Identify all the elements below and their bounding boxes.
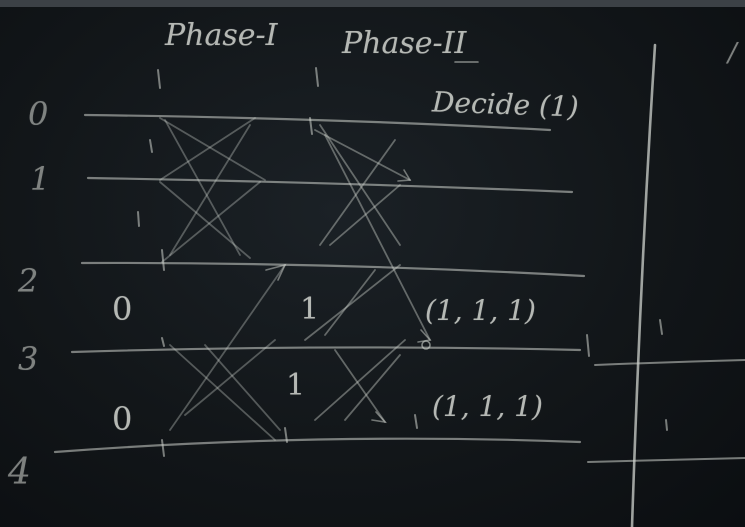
decide-text: Decide (1) [431,85,580,124]
process-line-0 [83,113,552,132]
row-label-4: 4 [8,452,31,493]
vector-row-2: (1, 1, 1) [425,294,536,327]
row-label-0: 0 [28,95,49,133]
vertical-divider [630,43,657,527]
vector-row-3: (1, 1, 1) [432,390,543,423]
phase-2-value-row-3: 1 [286,368,306,403]
phase-1-heading: Phase-I [165,18,278,53]
phase-1-value-row-2: 0 [112,290,133,328]
process-line-3 [70,346,582,354]
junction-mark [421,340,431,350]
right-line-lower [587,457,745,463]
board-top-frame [0,0,745,7]
top-right-fragment: / [728,38,737,68]
phase-2-heading: Phase-II [342,26,467,61]
row-label-1: 1 [30,160,51,198]
row-label-3: 3 [18,340,39,378]
process-line-1 [86,176,574,194]
phase-1-value-row-3: 0 [112,400,133,438]
process-line-2 [80,261,586,278]
right-line-upper [594,359,745,366]
phase-2-value-row-2: 1 [300,292,320,327]
process-line-4 [53,437,582,454]
row-label-2: 2 [18,262,39,300]
